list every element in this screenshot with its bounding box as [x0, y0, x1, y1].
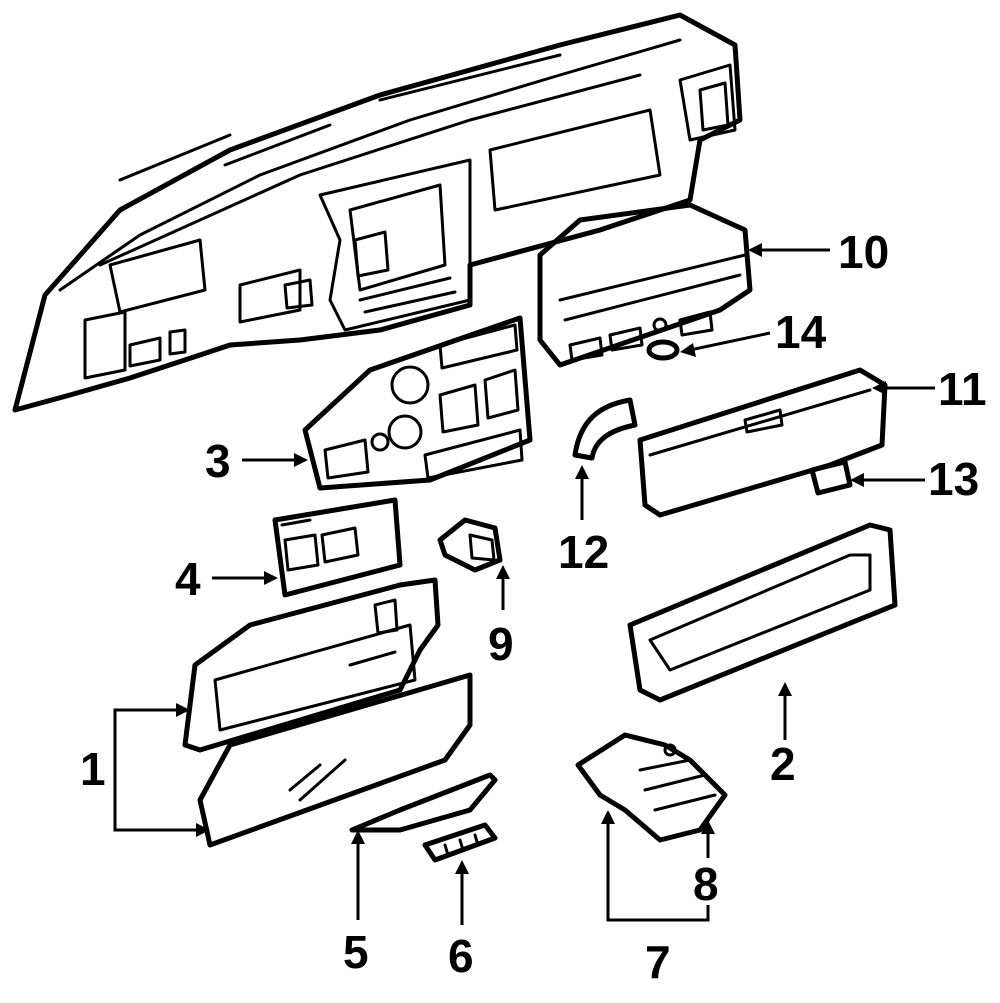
part-3-bezel	[302, 315, 533, 491]
part-6-switch	[422, 822, 498, 863]
part-14-clip	[646, 339, 680, 361]
callout-8: 8	[693, 858, 719, 910]
leader-lines	[113, 243, 935, 925]
callout-5: 5	[343, 926, 369, 978]
part-2-glove-box	[627, 522, 898, 703]
callout-12: 12	[558, 526, 609, 578]
callout-9: 9	[488, 618, 514, 670]
part-11-panel	[637, 367, 888, 518]
callout-7: 7	[645, 936, 671, 988]
callout-6: 6	[448, 930, 474, 982]
part-1-cluster-lens	[197, 672, 473, 848]
part-1-cluster-trim	[182, 577, 441, 753]
callout-10: 10	[838, 226, 889, 278]
part-10-housing	[537, 202, 753, 368]
dashboard-panel	[12, 12, 743, 413]
part-5-bracket	[349, 772, 498, 833]
part-4-bezel	[272, 497, 403, 598]
callout-11: 11	[938, 363, 987, 415]
part-8-control	[575, 732, 728, 843]
part-9-knob	[437, 517, 503, 573]
callout-labels: 10 14 11 13 12 3 4 9 2 1 5 6 8 7	[80, 226, 987, 988]
part-12-trim	[572, 397, 638, 461]
callout-2: 2	[770, 738, 796, 790]
callout-4: 4	[175, 553, 201, 605]
callout-14: 14	[775, 306, 827, 358]
callout-1: 1	[80, 743, 106, 795]
callout-13: 13	[928, 453, 979, 505]
callout-3: 3	[205, 435, 231, 487]
part-13-switch	[809, 459, 853, 496]
